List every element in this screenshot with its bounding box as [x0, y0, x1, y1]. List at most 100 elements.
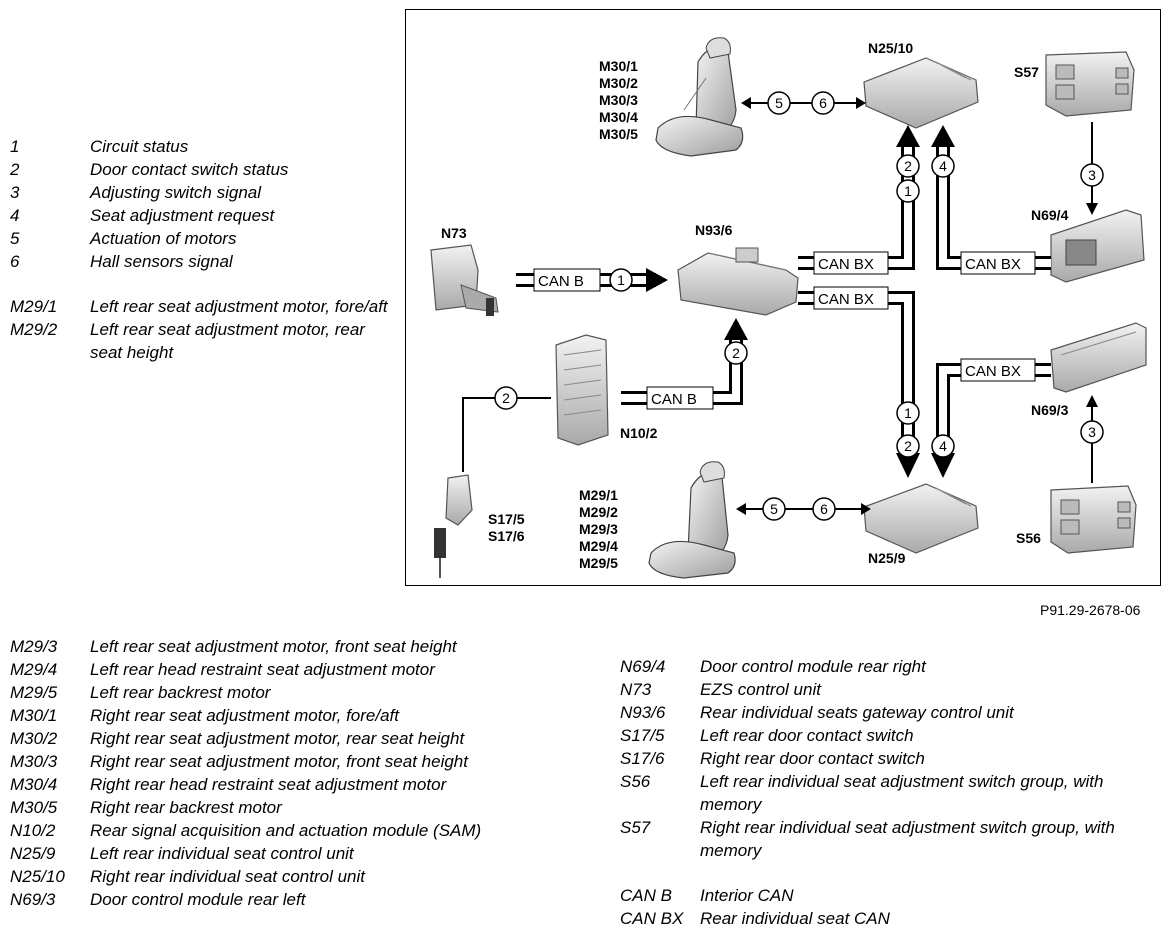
- legend-code: S17/6: [620, 749, 665, 768]
- legend-desc: Left rear door contact switch: [700, 726, 914, 745]
- signal-4: 4: [939, 438, 947, 454]
- label-m29-4: M29/4: [579, 538, 618, 554]
- legend-desc: Circuit status: [90, 137, 189, 156]
- label-s57: S57: [1014, 64, 1039, 80]
- legend-desc: Right rear backrest motor: [90, 798, 282, 817]
- can-b-label: CAN B: [538, 273, 584, 290]
- legend-code: CAN BX: [620, 909, 684, 928]
- label-m30-1: M30/1: [599, 58, 638, 74]
- door-switch-icon: [434, 474, 473, 578]
- legend-desc: Left rear seat adjustment motor, front s…: [90, 637, 457, 656]
- signal-5: 5: [775, 95, 783, 111]
- legend-desc: Rear individual seat CAN: [700, 909, 890, 928]
- legend-code: M29/3: [10, 637, 58, 656]
- legend-desc: Adjusting switch signal: [90, 183, 262, 202]
- legend-row: M29/3 Left rear seat adjustment motor, fr…: [10, 635, 570, 658]
- legend-row: CAN BX Rear individual seat CAN: [620, 907, 1165, 930]
- legend-desc: Seat adjustment request: [90, 206, 275, 225]
- label-m29-5: M29/5: [579, 555, 618, 571]
- module-n25-10-icon: [863, 57, 979, 129]
- signal-2: 2: [904, 158, 912, 174]
- legend-desc: Rear signal acquisition and actuation mo…: [90, 821, 482, 840]
- switch-s56-icon: [1050, 485, 1137, 554]
- can-bx-label: CAN BX: [818, 291, 874, 308]
- label-m30-3: M30/3: [599, 92, 638, 108]
- legend-row: S57 Right rear individual seat adjustment…: [620, 816, 1165, 862]
- legend-code: N73: [620, 680, 652, 699]
- legend-code: CAN B: [620, 886, 672, 905]
- label-n93-6: N93/6: [695, 222, 733, 238]
- legend-row: M29/5 Left rear backrest motor: [10, 681, 570, 704]
- legend-code: M30/3: [10, 752, 58, 771]
- label-m29-2: M29/2: [579, 504, 618, 520]
- legend-desc: Left rear individual seat adjustment swi…: [700, 772, 1104, 814]
- legend-code: N25/9: [10, 844, 56, 863]
- legend-code: M30/2: [10, 729, 58, 748]
- gateway-n93-6-icon: [677, 247, 799, 316]
- legend-code: N25/10: [10, 867, 65, 886]
- module-n69-4-icon: [1050, 209, 1145, 283]
- label-m29-1: M29/1: [579, 487, 618, 503]
- switch-s57-icon: [1045, 51, 1135, 117]
- network-diagram: M30/1 M30/2 M30/3 M30/4 M30/5 N25/10 S57…: [405, 9, 1161, 586]
- label-s56: S56: [1016, 530, 1041, 546]
- legend-code: 4: [10, 206, 20, 225]
- legend-row: M30/3 Right rear seat adjustment motor, f…: [10, 750, 570, 773]
- signal-3: 3: [1088, 167, 1096, 183]
- label-s17-5: S17/5: [488, 511, 525, 527]
- legend-code: M29/4: [10, 660, 58, 679]
- legend-code: S57: [620, 818, 651, 837]
- legend-row: 4 Seat adjustment request: [10, 204, 390, 227]
- m30-label-group: M30/1 M30/2 M30/3 M30/4 M30/5: [599, 58, 638, 142]
- legend-desc: Right rear seat adjustment motor, front …: [90, 752, 468, 771]
- legend-desc: Left rear head restraint seat adjustment…: [90, 660, 435, 679]
- legend-code: M30/4: [10, 775, 58, 794]
- legend-code: M29/2: [10, 320, 58, 339]
- legend-code: N69/3: [10, 890, 56, 909]
- legend-desc: Right rear individual seat adjustment sw…: [700, 818, 1115, 860]
- legend-code: S56: [620, 772, 651, 791]
- legend-desc: Right rear head restraint seat adjustmen…: [90, 775, 447, 794]
- can-bx-label: CAN BX: [965, 256, 1021, 273]
- legend-code: M30/1: [10, 706, 58, 725]
- legend-desc: Door control module rear right: [700, 657, 926, 676]
- label-m30-2: M30/2: [599, 75, 638, 91]
- signal-1: 1: [904, 405, 912, 421]
- legend-desc: Right rear individual seat control unit: [90, 867, 365, 886]
- sam-n10-2-icon: [555, 334, 609, 446]
- legend-desc: Left rear seat adjustment motor, fore/af…: [90, 297, 388, 316]
- legend-row: S17/5 Left rear door contact switch: [620, 724, 1165, 747]
- signal-6: 6: [819, 95, 827, 111]
- label-n69-3: N69/3: [1031, 402, 1069, 418]
- legend-row: 2 Door contact switch status: [10, 158, 390, 181]
- signal-number-circles: 1 2 2 1 4 1 2 4 5 6 5 6 3 3 2: [494, 91, 1104, 521]
- legend-desc: Left rear backrest motor: [90, 683, 271, 702]
- legend-code: N93/6: [620, 703, 666, 722]
- legend-code: 2: [10, 160, 20, 179]
- label-n69-4: N69/4: [1031, 207, 1069, 223]
- legend-desc: Door control module rear left: [90, 890, 306, 909]
- legend-code: M29/5: [10, 683, 58, 702]
- legend-code: M30/5: [10, 798, 58, 817]
- legend-desc: Door contact switch status: [90, 160, 289, 179]
- signal-2: 2: [502, 390, 510, 406]
- signal-2: 2: [904, 438, 912, 454]
- legend-desc: Left rear seat adjustment motor, rear se…: [90, 320, 365, 362]
- signal-5: 5: [770, 501, 778, 517]
- signal-6: 6: [820, 501, 828, 517]
- module-n69-3-icon: [1050, 322, 1147, 393]
- figure-reference: P91.29-2678-06: [1040, 602, 1141, 618]
- signal-2: 2: [732, 345, 740, 361]
- legend-code: S17/5: [620, 726, 665, 745]
- legend-desc: Hall sensors signal: [90, 252, 233, 271]
